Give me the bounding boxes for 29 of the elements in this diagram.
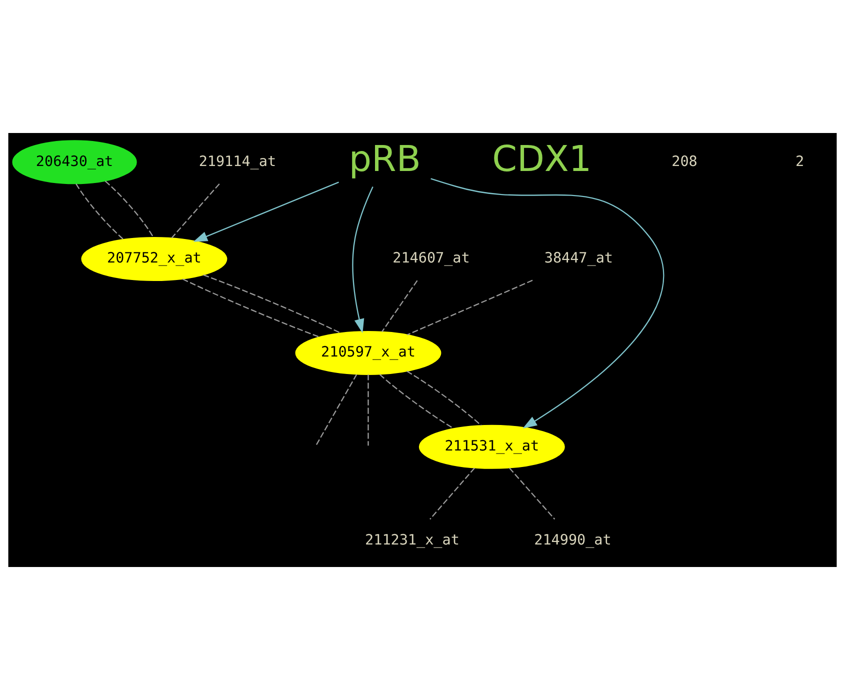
node-text: 214990_at bbox=[534, 532, 612, 549]
node-ellipse: 207752_x_at bbox=[81, 237, 228, 282]
connector bbox=[508, 468, 556, 520]
connector bbox=[406, 370, 482, 426]
connector bbox=[368, 374, 369, 446]
label: 2 bbox=[796, 154, 804, 170]
label: 208 bbox=[672, 154, 698, 170]
node-ellipse: 211531_x_at bbox=[418, 424, 565, 469]
node-text: 219114_at bbox=[198, 154, 276, 170]
connector bbox=[76, 184, 124, 240]
arrow bbox=[352, 186, 374, 334]
connector bbox=[203, 274, 342, 334]
connector bbox=[315, 374, 358, 446]
connector bbox=[182, 278, 320, 338]
node-text: pRB bbox=[348, 139, 421, 180]
node-ellipse: 210597_x_at bbox=[295, 330, 442, 375]
node-text: 214607_at bbox=[392, 250, 470, 267]
node-text: 211231_x_at bbox=[365, 532, 460, 549]
node-ellipse: 206430_at bbox=[12, 140, 137, 184]
arrow bbox=[430, 178, 664, 428]
connector bbox=[381, 280, 418, 332]
connector bbox=[379, 374, 454, 430]
node-text: 38447_at bbox=[544, 250, 614, 267]
arrow bbox=[193, 182, 339, 242]
connector bbox=[430, 468, 476, 520]
connector bbox=[171, 183, 220, 238]
connector bbox=[104, 180, 154, 238]
connector bbox=[407, 280, 533, 336]
label: CDX1 bbox=[492, 139, 592, 180]
